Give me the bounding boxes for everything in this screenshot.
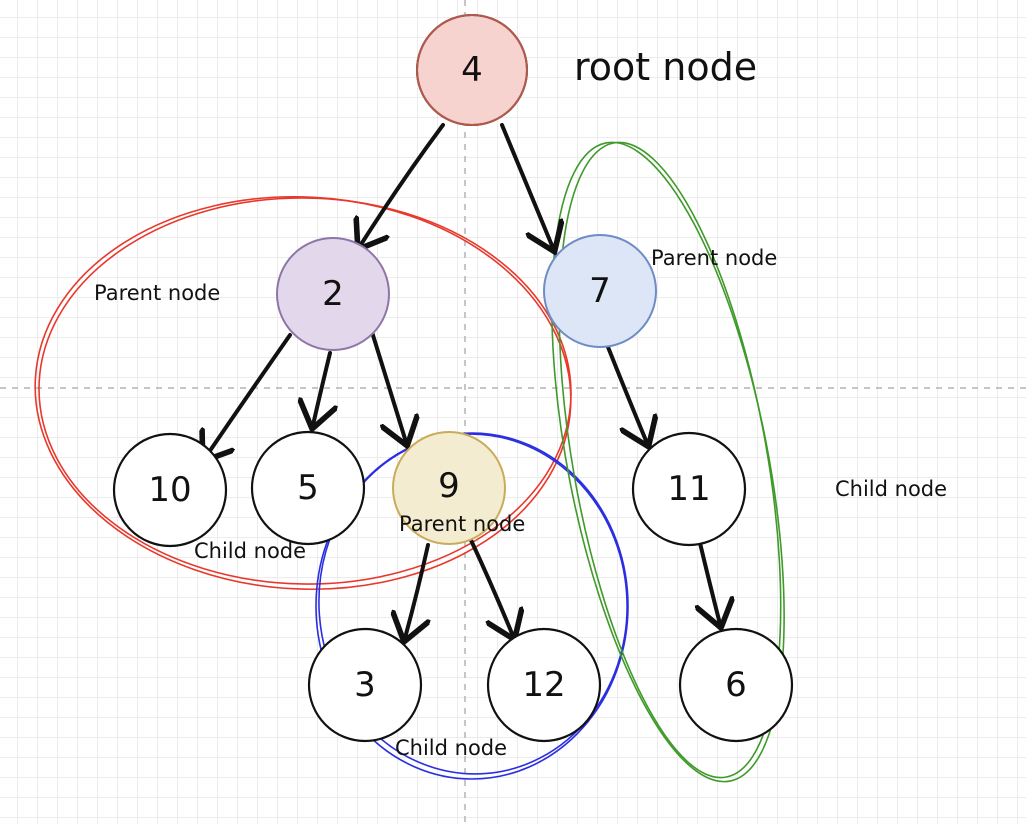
node-7-label: 7 <box>589 271 611 311</box>
edge-7-11 <box>606 345 647 443</box>
child-node-label-bottom: Child node <box>395 736 507 760</box>
node-11: 11 <box>631 431 747 547</box>
edge-2-10 <box>205 333 292 458</box>
node-2-label: 2 <box>322 274 344 314</box>
edge-4-2 <box>360 123 445 246</box>
edge-11-6 <box>700 541 720 624</box>
node-12: 12 <box>486 627 602 743</box>
child-node-label-right: Child node <box>835 477 947 501</box>
child-node-label-left: Child node <box>194 539 306 563</box>
red-group-ring <box>34 195 572 591</box>
node-12-label: 12 <box>522 665 565 705</box>
root-node-title: root node <box>574 45 757 89</box>
node-10: 10 <box>112 432 228 548</box>
node-6: 6 <box>678 627 794 743</box>
node-9-label: 9 <box>438 466 460 506</box>
node-2: 2 <box>276 237 390 351</box>
parent-node-label-left: Parent node <box>94 281 220 305</box>
parent-node-label-middle: Parent node <box>399 512 525 536</box>
node-5-label: 5 <box>297 468 319 508</box>
node-9: 9 <box>392 431 506 545</box>
node-4: 4 <box>416 14 528 126</box>
edge-2-5 <box>313 351 330 425</box>
node-3-label: 3 <box>354 665 376 705</box>
node-6-label: 6 <box>725 665 747 705</box>
node-7: 7 <box>543 234 657 348</box>
edge-4-7 <box>500 123 553 248</box>
node-4-label: 4 <box>461 50 483 90</box>
edge-2-9 <box>370 330 406 442</box>
edge-9-3 <box>405 543 428 638</box>
node-10-label: 10 <box>148 470 191 510</box>
parent-node-label-right: Parent node <box>651 246 777 270</box>
green-group-ring <box>551 141 785 783</box>
node-5: 5 <box>250 430 366 546</box>
node-11-label: 11 <box>667 469 710 509</box>
node-3: 3 <box>307 627 423 743</box>
edge-9-12 <box>468 536 513 636</box>
